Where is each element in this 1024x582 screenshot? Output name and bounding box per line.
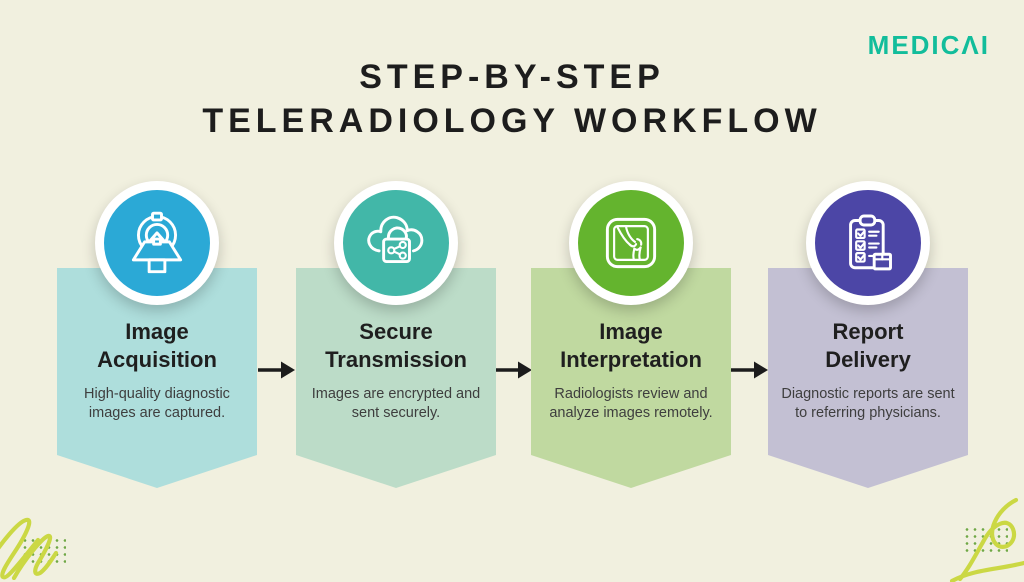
squiggle-ornament	[0, 500, 104, 580]
squiggle-ornament	[948, 492, 1024, 582]
step-circle-badge	[95, 181, 219, 305]
step-title: Image Interpretation	[560, 319, 702, 372]
step-title: Secure Transmission	[325, 319, 467, 372]
step-circle-badge	[334, 181, 458, 305]
step-card: Secure Transmission Images are encrypted…	[296, 268, 496, 488]
step-description: Radiologists review and analyze images r…	[549, 386, 713, 422]
flow-arrow-icon	[256, 357, 296, 383]
step-circle-badge	[806, 181, 930, 305]
step-title: Image Acquisition	[97, 319, 217, 372]
mri-scanner-icon	[121, 207, 193, 279]
step-card: Image Interpretation Radiologists review…	[531, 268, 731, 488]
step-secure-transmission: Secure Transmission Images are encrypted…	[296, 181, 496, 488]
page-title-line-2: TELERADIOLOGY WORKFLOW	[202, 101, 822, 140]
step-title: Report Delivery	[825, 319, 911, 372]
step-image-acquisition: Image Acquisition High-quality diagnosti…	[57, 181, 257, 488]
page-title-line-1: STEP-BY-STEP	[359, 58, 665, 96]
page-title: STEP-BY-STEP TELERADIOLOGY WORKFLOW	[0, 56, 1024, 143]
step-image-interpretation: Image Interpretation Radiologists review…	[531, 181, 731, 488]
flow-arrow-icon	[729, 357, 769, 383]
step-description: Diagnostic reports are sent to referring…	[781, 386, 955, 422]
step-report-delivery: Report Delivery Diagnostic reports are s…	[768, 181, 968, 488]
clipboard-checklist-icon	[832, 207, 904, 279]
secure-cloud-lock-icon	[360, 207, 432, 279]
flow-arrow-icon	[493, 357, 533, 383]
medicai-logo: MEDICΛI	[867, 30, 990, 60]
step-description: High-quality diagnostic images are captu…	[84, 386, 230, 422]
step-circle-badge	[569, 181, 693, 305]
step-description: Images are encrypted and sent securely.	[311, 386, 481, 422]
xray-knee-icon	[595, 207, 667, 279]
